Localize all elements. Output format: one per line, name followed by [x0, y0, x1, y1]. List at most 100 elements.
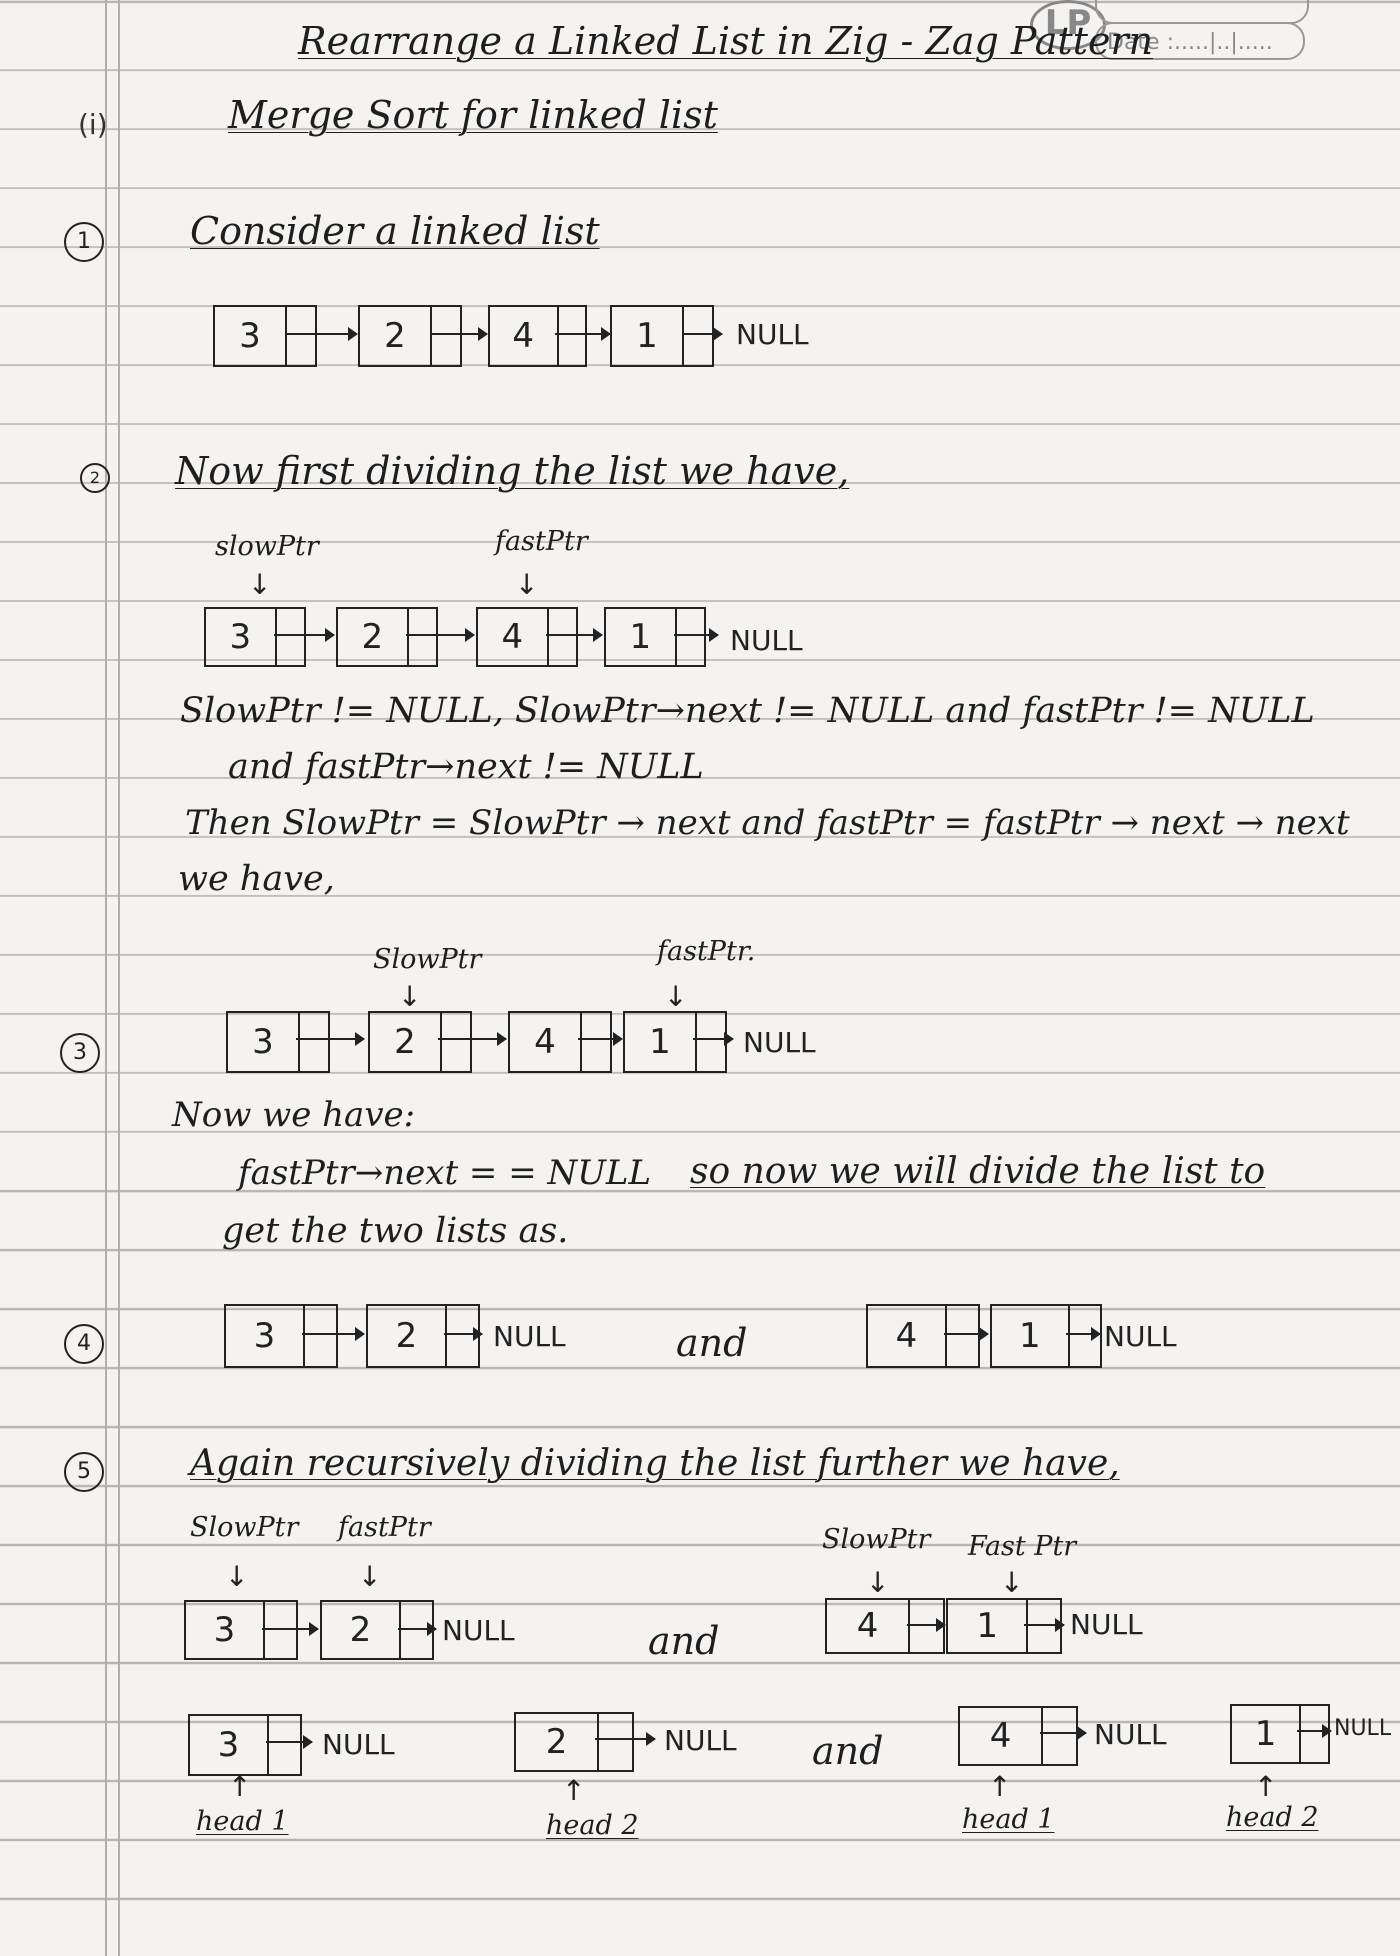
pointer-arrow	[944, 1327, 989, 1341]
list-node: 2	[320, 1600, 434, 1660]
fastptr-arrow-icon: ↓	[664, 980, 688, 1013]
slowptr-arrow-icon: ↓	[225, 1560, 249, 1593]
pointer-arrow	[1024, 1618, 1065, 1632]
list-node: 1	[990, 1304, 1102, 1368]
pointer-arrow	[287, 327, 358, 341]
step-number-5: 5	[64, 1452, 104, 1492]
list-node: 3	[204, 607, 306, 667]
list-node: 2	[336, 607, 438, 667]
step5-text: Again recursively dividing the list furt…	[190, 1443, 1120, 1484]
slowptr-arrow-icon: ↓	[248, 568, 272, 601]
pointer-arrow	[1040, 1726, 1087, 1740]
null-label: NULL	[1070, 1608, 1143, 1641]
null-label: NULL	[736, 318, 809, 351]
list-node: 2	[368, 1011, 472, 1073]
list-node: 4	[508, 1011, 612, 1073]
pointer-arrow	[682, 327, 723, 341]
list-node: 2	[514, 1712, 634, 1772]
slowptr-arrow-icon: ↓	[866, 1566, 890, 1599]
null-label: NULL	[1094, 1718, 1167, 1751]
list-node: 1	[946, 1598, 1062, 1654]
pointer-arrow	[546, 628, 603, 642]
head-arrow-icon: ↑	[988, 1770, 1012, 1803]
fastptr-arrow-icon: ↓	[358, 1560, 382, 1593]
and-text: and	[648, 1619, 720, 1663]
date-field: Date :.....|..|.....	[1095, 22, 1305, 60]
list-node: 4	[958, 1706, 1078, 1766]
and-text: and	[812, 1729, 884, 1773]
list-node: 4	[866, 1304, 980, 1368]
pointer-arrow	[432, 327, 488, 341]
null-label: NULL	[322, 1728, 395, 1761]
brand-logo: LP	[1030, 0, 1106, 50]
list-node: 1	[623, 1011, 727, 1073]
list-node: 3	[188, 1714, 302, 1776]
pointer-arrow	[262, 1622, 319, 1636]
pointer-arrow	[444, 1327, 483, 1341]
fastptr-arrow-icon: ↓	[515, 568, 539, 601]
pointer-arrow	[1297, 1724, 1332, 1738]
list-node: 3	[184, 1600, 298, 1660]
section-subtitle: Merge Sort for linked list	[228, 93, 718, 137]
condition-line: fastPtr→next = = NULL	[238, 1153, 652, 1193]
slowptr-label: SlowPtr	[373, 944, 482, 975]
head-arrow-icon: ↑	[562, 1774, 586, 1807]
step-number-4: 4	[64, 1324, 104, 1364]
list-node: 4	[488, 305, 587, 367]
pointer-arrow	[907, 1618, 946, 1632]
pointer-arrow	[578, 1032, 623, 1046]
pointer-arrow	[595, 1732, 656, 1746]
pointer-arrow	[266, 1735, 313, 1749]
condition-line-1: SlowPtr != NULL, SlowPtr→next != NULL an…	[180, 691, 1315, 731]
fastptr-label: Fast Ptr	[968, 1531, 1077, 1562]
step2-text: Now first dividing the list we have,	[175, 449, 850, 493]
condition-line-2: and fastPtr→next != NULL	[228, 747, 704, 787]
fastptr-arrow-icon: ↓	[1000, 1566, 1024, 1599]
list-node: 2	[366, 1304, 480, 1368]
list-node: 3	[226, 1011, 330, 1073]
section-marker: (i)	[78, 108, 108, 141]
fastptr-label: fastPtr	[495, 526, 588, 557]
slowptr-label: slowPtr	[215, 531, 319, 562]
pointer-arrow	[296, 1032, 365, 1046]
head2-label: head 2	[546, 1810, 639, 1841]
pointer-arrow	[693, 1032, 734, 1046]
pointer-arrow	[555, 327, 611, 341]
page-title: Rearrange a Linked List in Zig - Zag Pat…	[298, 19, 1154, 63]
pointer-arrow	[398, 1622, 437, 1636]
list-node: 4	[476, 607, 578, 667]
list-node: 3	[224, 1304, 338, 1368]
step1-text: Consider a linked list	[190, 209, 600, 253]
slowptr-arrow-icon: ↓	[398, 980, 422, 1013]
list-node: 4	[825, 1598, 945, 1654]
then-line: Then SlowPtr = SlowPtr → next and fastPt…	[185, 803, 1350, 843]
null-label: NULL	[743, 1026, 816, 1059]
slowptr-label: SlowPtr	[190, 1512, 299, 1543]
head-arrow-icon: ↑	[228, 1770, 252, 1803]
slowptr-label: SlowPtr	[822, 1524, 931, 1555]
pointer-arrow	[302, 1327, 365, 1341]
null-label: NULL	[493, 1320, 566, 1353]
pointer-arrow	[1066, 1327, 1101, 1341]
head1-label: head 1	[962, 1804, 1055, 1835]
and-text: and	[676, 1321, 748, 1365]
null-label: NULL	[730, 624, 803, 657]
pointer-arrow	[438, 1032, 507, 1046]
fastptr-label: fastPtr.	[657, 936, 756, 967]
list-node: 2	[358, 305, 462, 367]
list-node: 1	[1230, 1704, 1330, 1764]
head1-label: head 1	[196, 1806, 289, 1837]
step-number-2: 2	[80, 463, 110, 493]
head2-label: head 2	[1226, 1802, 1319, 1833]
null-label: NULL	[1104, 1320, 1177, 1353]
margin-line-left	[105, 0, 107, 1956]
list-node: 3	[213, 305, 317, 367]
list-node: 1	[604, 607, 706, 667]
step-number-1: 1	[64, 222, 104, 262]
list-node: 1	[610, 305, 714, 367]
head-arrow-icon: ↑	[1254, 1770, 1278, 1803]
fastptr-label: fastPtr	[338, 1512, 431, 1543]
margin-line-right	[118, 0, 120, 1956]
null-label: NULL	[664, 1724, 737, 1757]
